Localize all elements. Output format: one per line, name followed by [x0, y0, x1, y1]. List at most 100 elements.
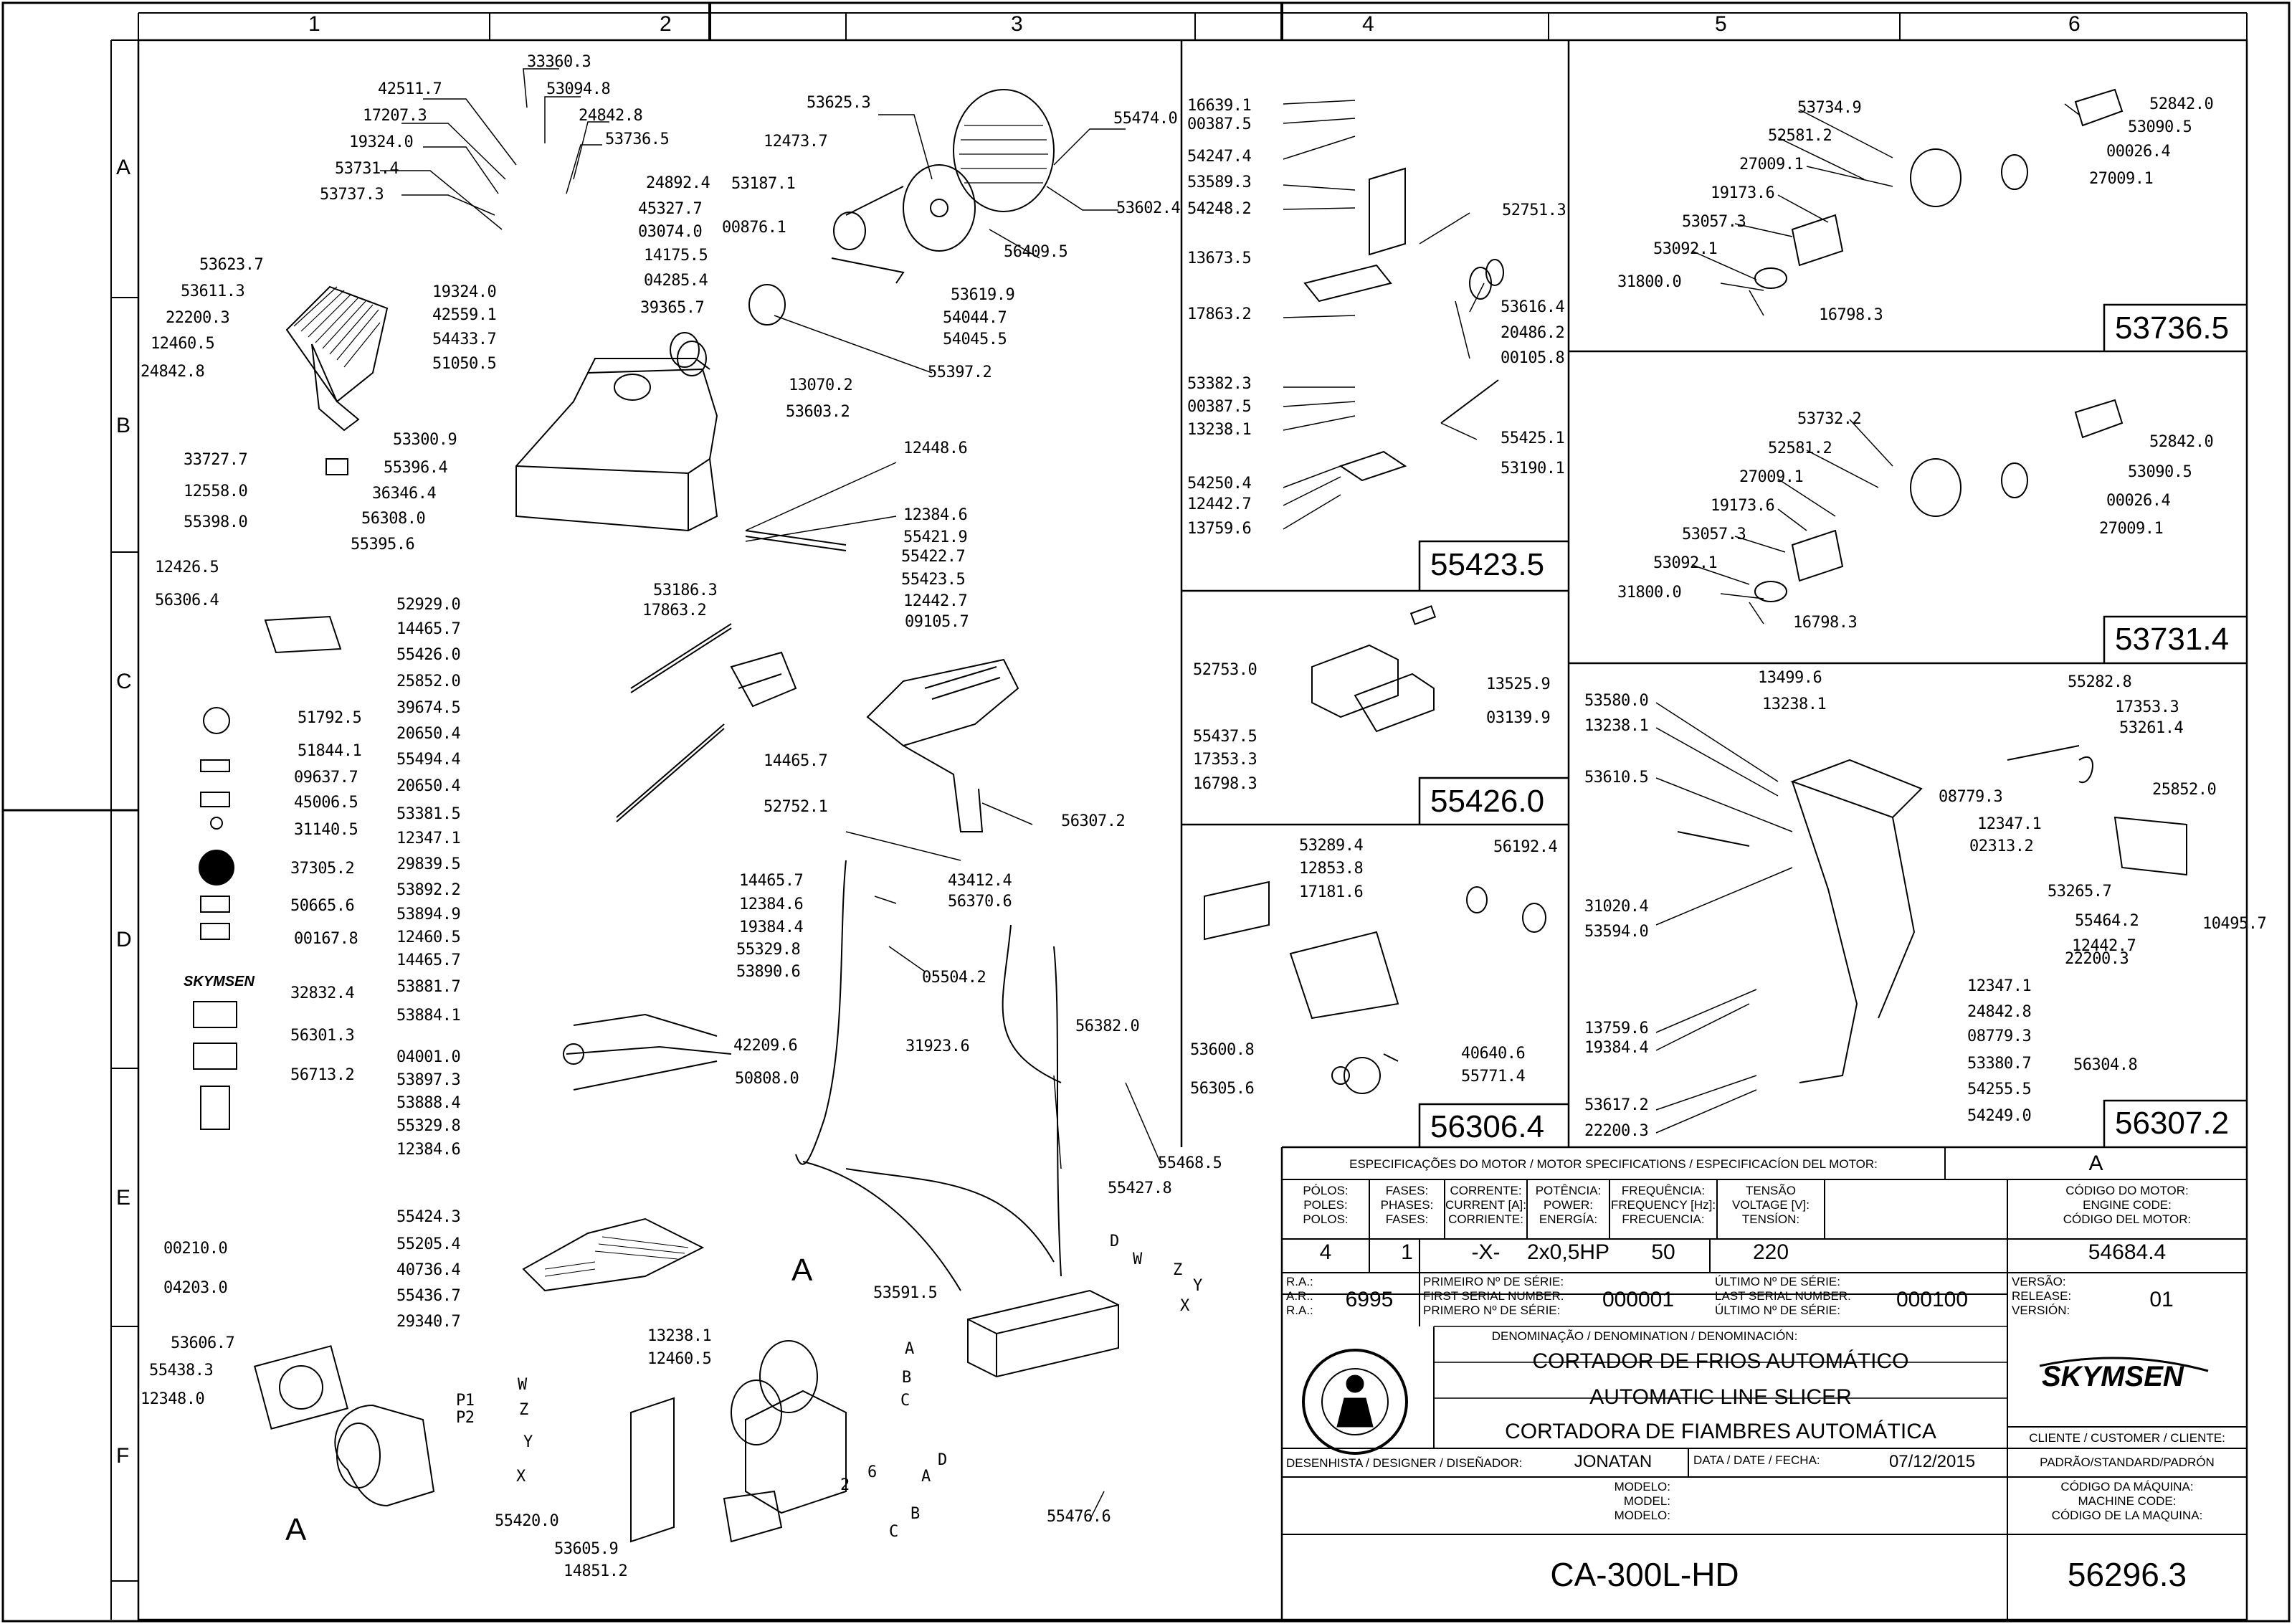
part-label: 24892.4 [646, 174, 710, 192]
svg-text:SKYMSEN: SKYMSEN [2042, 1361, 2184, 1392]
part-label: 17353.3 [2115, 698, 2179, 716]
wire-letter: C [900, 1392, 910, 1410]
part-label: 33727.7 [184, 451, 248, 469]
part-label: 53300.9 [393, 431, 457, 449]
part-label: 53619.9 [951, 286, 1015, 304]
poles-head: PÓLOS:POLES:POLOS: [1303, 1184, 1349, 1226]
view-marker-A: A [285, 1512, 307, 1547]
wire-letter: A [921, 1468, 931, 1486]
part-label: 40736.4 [396, 1261, 461, 1279]
part-label: 53090.5 [2128, 463, 2192, 481]
part-label: 14465.7 [396, 951, 461, 969]
customer-value: PADRÃO/STANDARD/PADRÓN [2040, 1456, 2215, 1469]
part-label: 12348.0 [141, 1390, 205, 1408]
part-label: 17353.3 [1193, 751, 1257, 769]
part-label: 53580.0 [1584, 692, 1649, 710]
part-label: 53261.4 [2119, 719, 2184, 737]
part-label: 53892.2 [396, 881, 461, 899]
view-marker-A: A [791, 1253, 813, 1288]
skymsen-logo-small: SKYMSEN [184, 974, 255, 989]
part-label: 53289.4 [1299, 837, 1364, 855]
part-label: 55329.8 [396, 1117, 461, 1135]
part-label: 00105.8 [1501, 349, 1565, 367]
part-label: 53884.1 [396, 1007, 461, 1025]
part-label: 55771.4 [1461, 1068, 1526, 1086]
subassembly-title: 55426.0 [1430, 784, 1545, 819]
denomination-label: DENOMINAÇÃO / DENOMINATION / DENOMINACIÓ… [1491, 1329, 1798, 1343]
part-label: 53731.4 [335, 160, 399, 178]
part-label: 12442.7 [903, 592, 968, 610]
wire-letter: 6 [867, 1463, 877, 1481]
part-label: 17863.2 [1187, 305, 1252, 323]
part-label: 53732.2 [1797, 410, 1862, 428]
part-label: 54433.7 [432, 331, 497, 348]
part-label: 13525.9 [1486, 675, 1551, 693]
part-label: 12347.1 [396, 830, 461, 847]
part-label: 17207.3 [363, 107, 427, 125]
part-label: 42209.6 [733, 1037, 798, 1055]
part-label: 52929.0 [396, 596, 461, 614]
part-label: 53894.9 [396, 906, 461, 923]
part-label: 53057.3 [1682, 526, 1746, 543]
part-label: 13238.1 [647, 1327, 712, 1345]
part-label: 54247.4 [1187, 148, 1252, 166]
part-label: 19324.0 [349, 133, 414, 151]
part-label: 53187.1 [731, 175, 796, 193]
part-label: 53589.3 [1187, 174, 1252, 191]
part-label: 53623.7 [199, 256, 264, 274]
part-label: 12460.5 [151, 335, 215, 353]
parts-artwork [193, 88, 2187, 1543]
part-label: 31800.0 [1617, 273, 1682, 291]
part-label: 53381.5 [396, 805, 461, 823]
part-label: 16798.3 [1819, 306, 1883, 324]
part-label: 53186.3 [653, 581, 718, 599]
part-label: 13238.1 [1762, 695, 1827, 713]
part-label: 13238.1 [1187, 421, 1252, 439]
wire-letter: Y [1193, 1277, 1202, 1295]
part-label: 27009.1 [1739, 156, 1804, 174]
part-label: 45327.7 [638, 200, 703, 218]
part-label: 53190.1 [1501, 460, 1565, 478]
wire-letter: W [518, 1376, 527, 1394]
part-label: 53092.1 [1653, 240, 1718, 258]
part-label: 52842.0 [2149, 95, 2214, 113]
part-label: 53890.6 [736, 963, 801, 981]
part-label: 13673.5 [1187, 250, 1252, 267]
ra-labels: R.A.:A.R.:R.A.: [1286, 1275, 1313, 1317]
first-serial-value: 000001 [1602, 1288, 1675, 1311]
part-label: 53605.9 [554, 1540, 619, 1558]
part-label: 55476.6 [1047, 1508, 1111, 1526]
authorized-service-stamp [1302, 1349, 1408, 1455]
part-label: 53610.5 [1584, 769, 1649, 787]
first-serial-labels: PRIMEIRO Nº DE SÉRIE:FIRST SERIAL NUMBER… [1423, 1275, 1564, 1317]
part-label: 42559.1 [432, 306, 497, 324]
part-label: 55437.5 [1193, 728, 1257, 746]
date-label: DATA / DATE / FECHA: [1693, 1453, 1820, 1467]
part-label: 55398.0 [184, 513, 248, 531]
part-label: 00876.1 [722, 219, 786, 237]
grid-col-3: 3 [1011, 12, 1023, 36]
part-label: 53617.2 [1584, 1096, 1649, 1114]
grid-col-6: 6 [2068, 12, 2081, 36]
name-english: AUTOMATIC LINE SLICER [1589, 1385, 1852, 1409]
part-label: 53591.5 [873, 1284, 938, 1302]
version-labels: VERSÃO:RELEASE:VERSIÓN: [2012, 1275, 2072, 1317]
last-serial-labels: ÚLTIMO Nº DE SÉRIE:LAST SERIAL NUMBER:ÚL… [1715, 1275, 1851, 1317]
part-label: 22200.3 [166, 309, 230, 327]
leader-lines [380, 68, 2080, 1521]
grid-row-E: E [116, 1186, 131, 1210]
frequency-value: 50 [1651, 1240, 1675, 1264]
part-label: 12558.0 [184, 483, 248, 500]
power-value: 2x0,5HP [1527, 1240, 1610, 1264]
part-label: 22200.3 [2065, 950, 2129, 968]
voltage-value: 220 [1752, 1240, 1789, 1264]
wire-letter: P2 [456, 1409, 475, 1427]
part-label: 27009.1 [2089, 170, 2154, 188]
part-label: 12442.7 [2072, 937, 2136, 955]
part-label: 53625.3 [807, 94, 871, 112]
machine-code-value: 56296.3 [2067, 1556, 2187, 1593]
part-label: 25852.0 [2152, 781, 2217, 799]
grid-row-D: D [116, 928, 132, 951]
part-label: 31800.0 [1617, 584, 1682, 602]
part-label: 36346.4 [372, 485, 437, 503]
